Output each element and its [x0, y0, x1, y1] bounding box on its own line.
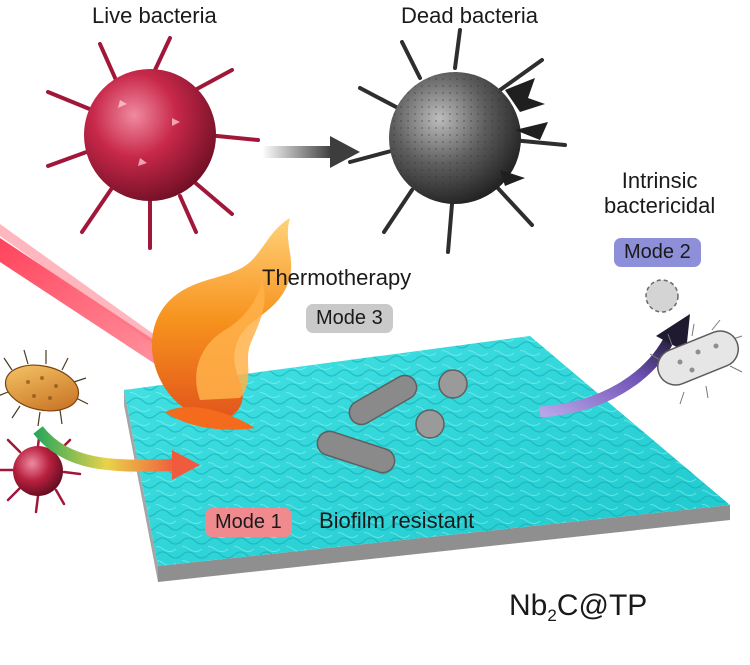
small-live-bacterium-icon — [0, 428, 82, 514]
dead-bacteria-on-surface — [316, 369, 468, 474]
live-bacterium-icon — [46, 36, 260, 250]
intrinsic-bactericidal-label: Intrinsic bactericidal — [604, 168, 715, 219]
mode2-badge: Mode 2 — [614, 238, 701, 267]
material-rest: C@TP — [556, 589, 648, 622]
thermotherapy-label: Thermotherapy — [262, 265, 412, 290]
material-subscript: 2 — [547, 606, 557, 625]
mode2-arrow — [539, 314, 690, 418]
transform-arrow — [262, 136, 360, 168]
biofilm-resistant-label: Biofilm resistant — [319, 508, 475, 533]
flame-icon — [151, 218, 292, 430]
mode3-badge: Mode 3 — [306, 304, 393, 333]
mode1-arrow — [33, 426, 200, 480]
rod-bacterium-icon — [0, 349, 89, 427]
dead-bacteria-label: Dead bacteria — [401, 3, 538, 28]
mode1-badge: Mode 1 — [205, 508, 292, 537]
intrinsic-label-line2: bactericidal — [604, 193, 716, 219]
dead-bacterium-icon — [348, 28, 567, 254]
material-base: Nb — [509, 589, 548, 622]
intrinsic-label-line1: Intrinsic — [621, 168, 698, 193]
live-bacteria-label: Live bacteria — [92, 3, 217, 28]
material-label: Nb2C@TP — [509, 589, 647, 626]
killed-bacteria-icon — [645, 279, 743, 405]
